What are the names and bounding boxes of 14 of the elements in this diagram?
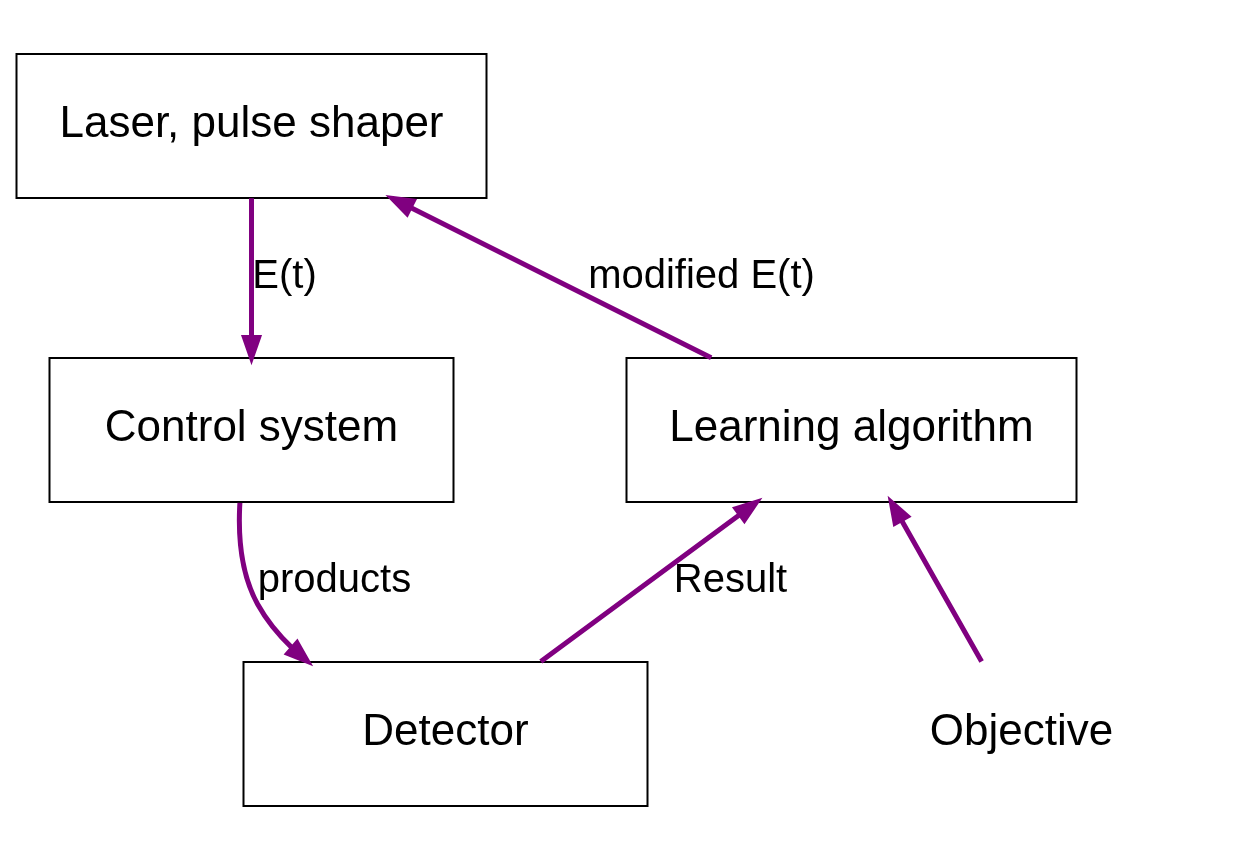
edge-label: products bbox=[257, 556, 412, 600]
node-box: Learning algorithm bbox=[625, 357, 1078, 503]
arrow bbox=[385, 194, 713, 361]
node-box: Laser, pulse shaper bbox=[15, 53, 488, 199]
node-text: Objective bbox=[929, 705, 1114, 755]
node-box: Detector bbox=[242, 661, 649, 807]
edge-label: E(t) bbox=[252, 252, 317, 296]
arrow bbox=[539, 497, 763, 664]
arrow bbox=[240, 198, 263, 366]
arrow bbox=[236, 502, 314, 667]
edge-label: modified E(t) bbox=[588, 252, 815, 296]
edge-label: Result bbox=[673, 556, 788, 600]
arrow bbox=[887, 495, 984, 663]
node-box: Control system bbox=[48, 357, 455, 503]
